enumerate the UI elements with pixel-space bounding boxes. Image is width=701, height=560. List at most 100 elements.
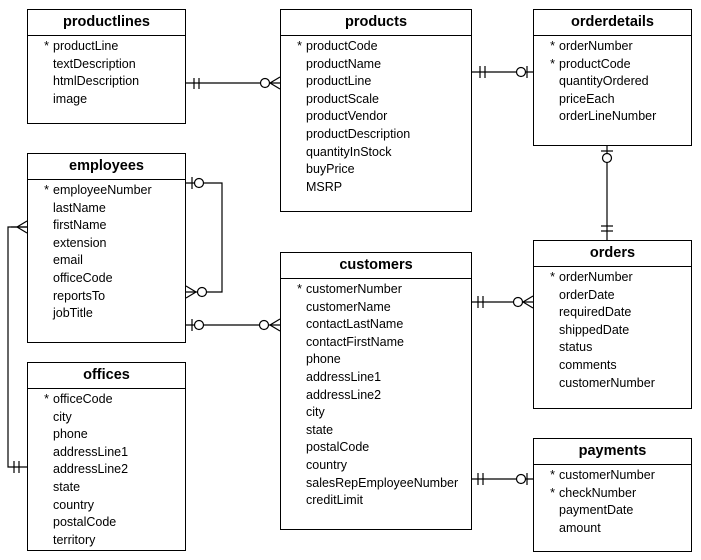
field-name: paymentDate [559,503,634,518]
field-name: officeCode [53,270,113,285]
field-name: amount [559,520,601,535]
field-name: email [53,253,83,268]
field-name: comments [559,357,617,372]
field-name: country [306,457,347,472]
field-row: country [28,497,185,515]
table-title: orderdetails [534,10,691,36]
field-row: *officeCode [28,391,185,409]
primary-key-marker: * [44,39,49,53]
field-row: postalCode [281,439,471,457]
field-name: contactFirstName [306,334,404,349]
rel-offices-employees [7,220,28,473]
field-row: buyPrice [281,161,471,179]
field-row: * productLine [28,38,185,56]
field-row: phone [28,426,185,444]
field-row: orderLineNumber [534,108,691,126]
field-row: productName [281,56,471,74]
field-row: productScale [281,91,471,109]
field-name: textDescription [53,56,136,71]
field-row: customerName [281,299,471,317]
primary-key-marker: * [550,468,555,482]
field-row: status [534,339,691,357]
field-name: jobTitle [53,306,93,321]
field-name: phone [306,352,341,367]
field-name: customerName [306,299,391,314]
field-row: phone [281,351,471,369]
field-row: city [281,404,471,422]
field-row: *customerNumber [281,281,471,299]
field-row: customerNumber [534,375,691,393]
field-row: image [28,91,185,109]
rel-products-orderdetails [472,66,533,78]
table-productlines[interactable]: productlines * productLine textDescription… [27,9,186,124]
field-name: state [53,479,81,494]
field-row: quantityInStock [281,144,471,162]
field-name: state [306,422,334,437]
field-name: territory [53,532,96,547]
primary-key-marker: * [297,282,302,296]
rel-productlines-products [186,76,281,90]
field-row: email [28,252,185,270]
field-row: addressLine2 [28,461,185,479]
field-name: orderNumber [559,39,633,53]
rel-employees-reportsTo [185,177,223,299]
rel-customers-orders [472,295,534,309]
field-row: contactLastName [281,316,471,334]
field-row: state [281,422,471,440]
table-title: productlines [28,10,185,36]
field-row: shippedDate [534,322,691,340]
field-row: priceEach [534,91,691,109]
table-title: products [281,10,471,36]
field-row: salesRepEmployeeNumber [281,475,471,493]
field-row: *productCode [281,38,471,56]
field-row: MSRP [281,179,471,197]
field-name: contactLastName [306,317,404,332]
field-row: territory [28,532,185,550]
field-row: *productCode [534,56,691,74]
field-row: contactFirstName [281,334,471,352]
field-name: lastName [53,200,106,215]
field-name: status [559,340,593,355]
field-name: productDescription [306,126,411,141]
table-title: payments [534,439,691,465]
field-row: productLine [281,73,471,91]
field-name: addressLine2 [53,462,129,477]
field-name: htmlDescription [53,74,140,89]
primary-key-marker: * [297,39,302,53]
field-row: quantityOrdered [534,73,691,91]
field-row: reportsTo [28,288,185,306]
field-name: phone [53,427,88,442]
field-name: orderLineNumber [559,109,657,124]
field-row: productVendor [281,108,471,126]
field-name: productLine [53,39,119,53]
field-list: * productLine textDescription htmlDescripti… [28,36,185,108]
field-name: creditLimit [306,493,363,508]
field-name: extension [53,235,107,250]
field-row: addressLine1 [28,444,185,462]
field-name: customerNumber [559,375,655,390]
primary-key-marker: * [550,485,555,500]
field-row: textDescription [28,56,185,74]
field-row: comments [534,357,691,375]
field-name: requiredDate [559,305,632,320]
field-name: productCode [559,56,631,71]
field-row: creditLimit [281,492,471,510]
field-row: addressLine1 [281,369,471,387]
field-row: *employeeNumber [28,182,185,200]
rel-employees-customers [186,318,281,332]
field-name: checkNumber [559,485,637,500]
field-name: productScale [306,91,379,106]
